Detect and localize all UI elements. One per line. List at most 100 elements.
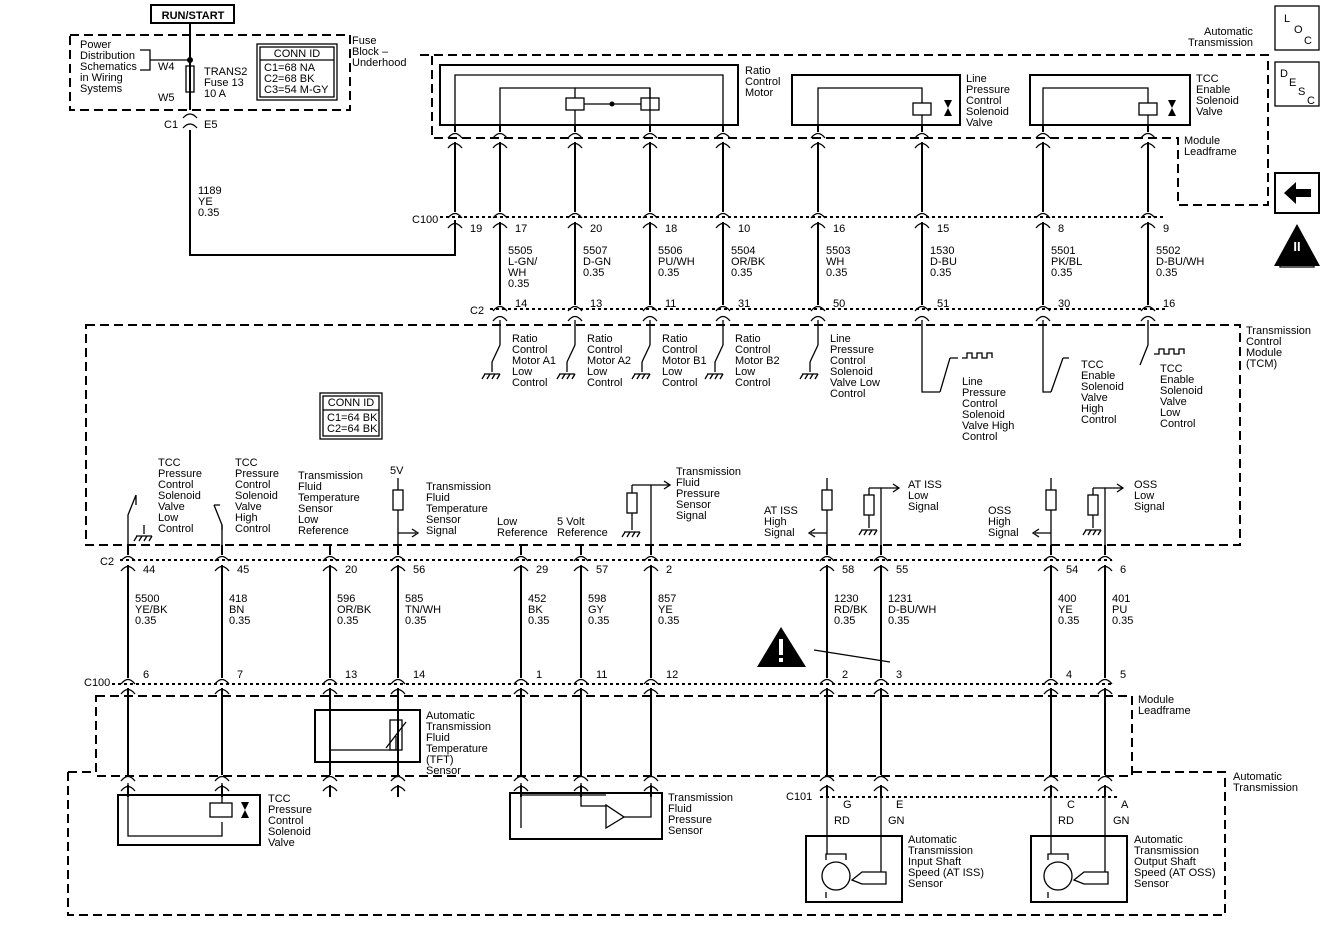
- upper-tcm-label-2-1: Control: [662, 344, 697, 356]
- upper-tcm-label-0-3: Low: [512, 366, 532, 378]
- upper-tcm-label-2-0: Ratio: [662, 333, 688, 345]
- c101-pin-a: A: [1121, 799, 1129, 811]
- upper-tcm-label-7-4: Low: [1160, 407, 1180, 419]
- tfp-3: Sensor: [668, 825, 703, 837]
- lower-tcm-text-0-5: Low: [158, 512, 178, 524]
- upper-cpin-3: 11: [665, 298, 676, 310]
- lower-pin-1: 45: [237, 564, 249, 576]
- lower-tcm-text-1-3: Solenoid: [235, 490, 278, 502]
- upper-tcm-label-6-5: Control: [1081, 414, 1116, 426]
- upper-circuit-7-0: 5501: [1051, 245, 1075, 257]
- upper-tcm-label-1-4: Control: [587, 377, 622, 389]
- tfp-1: Fluid: [668, 803, 692, 815]
- lower-circuit-0-2: 0.35: [135, 615, 156, 627]
- fuse-label-1: Fuse 13: [204, 77, 244, 89]
- tft-5: Sensor: [426, 765, 461, 777]
- lower-cpin-2: 13: [345, 669, 357, 681]
- lower-tcm-text-2-4: Low: [298, 514, 318, 526]
- lower-tcm-text-1-4: Valve: [235, 501, 262, 513]
- upper-tcm-label-1-2: Motor A2: [587, 355, 631, 367]
- lower-circuit-8-1: D-BU/WH: [888, 604, 936, 616]
- upper-circuit-3-1: PU/WH: [658, 256, 695, 268]
- upper-tcm-label-0-1: Control: [512, 344, 547, 356]
- tft-2: Fluid: [426, 732, 450, 744]
- upper-circuit-3-0: 5506: [658, 245, 682, 257]
- svg-text:CONN ID: CONN ID: [274, 48, 321, 60]
- line-pressure-solenoid: [791, 74, 961, 126]
- upper-tcm-label-5-0: Line: [962, 376, 983, 388]
- upper-tcm-label-4-1: Pressure: [830, 344, 874, 356]
- tft-sensor: [314, 690, 421, 763]
- lower-pin-3: 56: [413, 564, 425, 576]
- power-dist-3: in Wiring: [80, 72, 123, 84]
- upper-circuit-4-2: 0.35: [731, 267, 752, 279]
- upper-tcm-label-0-4: Control: [512, 377, 547, 389]
- lower-circuit-4-1: BK: [528, 604, 543, 616]
- tcc-pc-0: TCC: [268, 793, 291, 805]
- five-v-label: 5V: [390, 465, 404, 477]
- c101-color-rd-oss: RD: [1058, 815, 1074, 827]
- lower-tcm-label-2: TransmissionFluidTemperatureSensorLowRef…: [298, 470, 363, 537]
- upper-tcm-label-6-0: TCC: [1081, 359, 1104, 371]
- tcm-2: Module: [1246, 347, 1282, 359]
- tcc-en-1: Enable: [1196, 84, 1230, 96]
- arrow-left-icon[interactable]: [1274, 172, 1320, 214]
- c101-color-rd-iss: RD: [834, 815, 850, 827]
- lower-tcm-text-6-0: Transmission: [676, 466, 741, 478]
- lower-tcm-text-3-4: Signal: [426, 525, 457, 537]
- iss-0: Automatic: [908, 834, 957, 846]
- svg-text:C: C: [1307, 95, 1315, 107]
- c2-bottom-label: C2: [100, 556, 114, 568]
- lower-cpin-3: 14: [413, 669, 425, 681]
- tcc-pc-solenoid: [117, 783, 261, 846]
- oss-4: Sensor: [1134, 878, 1169, 890]
- upper-pin-1: 17: [515, 223, 527, 235]
- upper-circuit-4-1: OR/BK: [731, 256, 766, 268]
- lower-circuit-3-0: 585: [405, 593, 423, 605]
- tcc-pc-high-switch: [213, 504, 223, 545]
- lower-tcm-text-7-2: Signal: [764, 527, 795, 539]
- power-dist-2: Schematics: [80, 61, 137, 73]
- lower-tcm-label-1: TCCPressureControlSolenoidValveHighContr…: [235, 457, 279, 535]
- lower-circuit-10-2: 0.35: [1112, 615, 1133, 627]
- upper-tcm-label-4-4: Valve Low: [830, 377, 880, 389]
- upper-circuit-1-0: 5505: [508, 245, 532, 257]
- upper-circuit-6-0: 1530: [930, 245, 954, 257]
- module-leadframe-top-1: Leadframe: [1184, 146, 1237, 158]
- upper-circuit-7-1: PK/BL: [1051, 256, 1082, 268]
- c2-top-label: C2: [470, 305, 484, 317]
- upper-cpin-4: 31: [738, 298, 750, 310]
- upper-circuit-8-1: D-BU/WH: [1156, 256, 1204, 268]
- lower-circuit-1-2: 0.35: [229, 615, 250, 627]
- upper-tcm-label-5-5: Control: [962, 431, 997, 443]
- tcc-en-3: Valve: [1196, 106, 1223, 118]
- lower-circuit-7-2: 0.35: [834, 615, 855, 627]
- upper-cpin-2: 13: [590, 298, 602, 310]
- lower-tcm-text-7-1: High: [764, 516, 787, 528]
- auto-trans-top-0: Automatic: [1204, 26, 1253, 38]
- lower-circuit-5-2: 0.35: [588, 615, 609, 627]
- lower-tcm-text-0-0: TCC: [158, 457, 181, 469]
- lower-tcm-text-5-1: Reference: [557, 527, 608, 539]
- oss-sensor: [1030, 795, 1128, 903]
- svg-text:D: D: [1280, 68, 1288, 80]
- desc-icon[interactable]: D E S C: [1274, 61, 1320, 107]
- upper-tcm-label-0-2: Motor A1: [512, 355, 556, 367]
- upper-tcm-label-7-1: Enable: [1160, 374, 1194, 386]
- ratio-motor-0: Ratio: [745, 65, 771, 77]
- iss-2: Input Shaft: [908, 856, 961, 868]
- upper-tcm-label-4-2: Control: [830, 355, 865, 367]
- tcm-3: (TCM): [1246, 358, 1277, 370]
- loc-icon[interactable]: L O C: [1274, 5, 1320, 51]
- lower-tcm-text-0-6: Control: [158, 523, 193, 535]
- lower-pin-4: 29: [536, 564, 548, 576]
- upper-tcm-label-1-3: Low: [587, 366, 607, 378]
